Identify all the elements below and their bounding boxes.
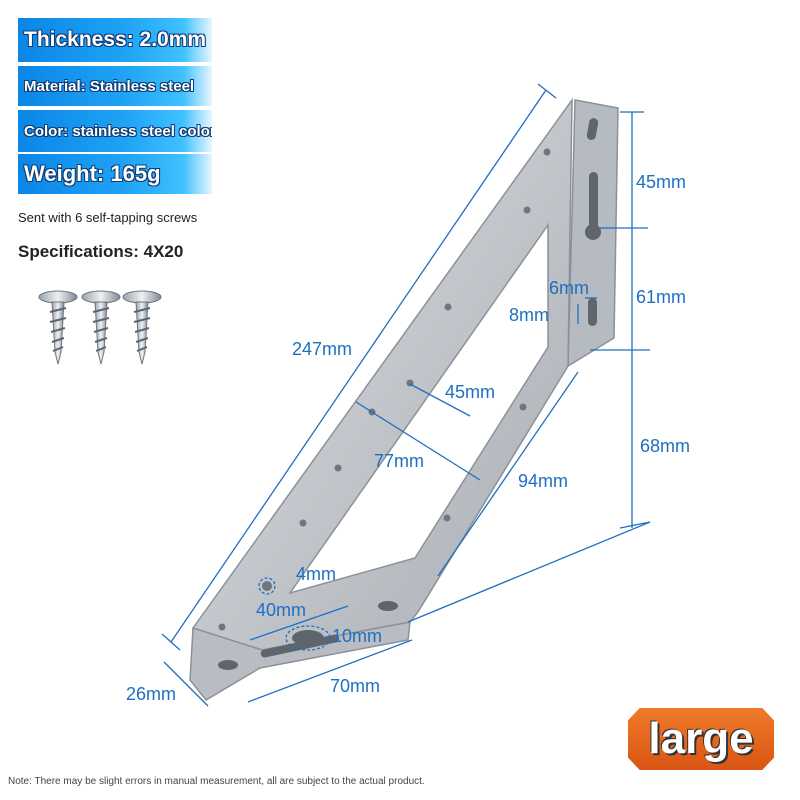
dimension-40mm: 40mm [256, 600, 307, 620]
material-label: Material: Stainless steel [18, 66, 212, 106]
color-label: Color: stainless steel color [18, 110, 212, 152]
dimension-6mm: 6mm [549, 278, 589, 298]
dimension-77mm: 77mm [374, 451, 425, 471]
footer-note: Note: There may be slight errors in manu… [8, 776, 425, 787]
dimension-10mm: 10mm [332, 626, 383, 646]
dimension-70mm: 70mm [330, 676, 381, 696]
screw-icon [122, 290, 162, 365]
dimension-247mm: 247mm [292, 339, 353, 359]
bracket-image [189, 97, 619, 701]
dimension-lines [161, 83, 651, 707]
thickness-label: Thickness: 2.0mm [18, 18, 212, 62]
weight-label: Weight: 165g [18, 154, 212, 194]
dimension-8mm: 8mm [509, 305, 549, 325]
screw-icon [81, 290, 121, 365]
dimension-4mm: 4mm [296, 564, 336, 584]
size-badge-label: large [648, 714, 754, 763]
dimension-26mm: 26mm [126, 684, 177, 704]
dimension-45mm-top: 45mm [636, 172, 687, 192]
dimension-45mm-inner: 45mm [445, 382, 496, 402]
dimension-94mm: 94mm [518, 471, 569, 491]
size-badge: large [628, 708, 774, 770]
dimension-68mm: 68mm [640, 436, 691, 456]
screw-specifications: Specifications: 4X20 [18, 242, 184, 261]
dimension-61mm: 61mm [636, 287, 687, 307]
screw-icon [38, 290, 78, 365]
screws-note: Sent with 6 self-tapping screws [18, 210, 198, 225]
